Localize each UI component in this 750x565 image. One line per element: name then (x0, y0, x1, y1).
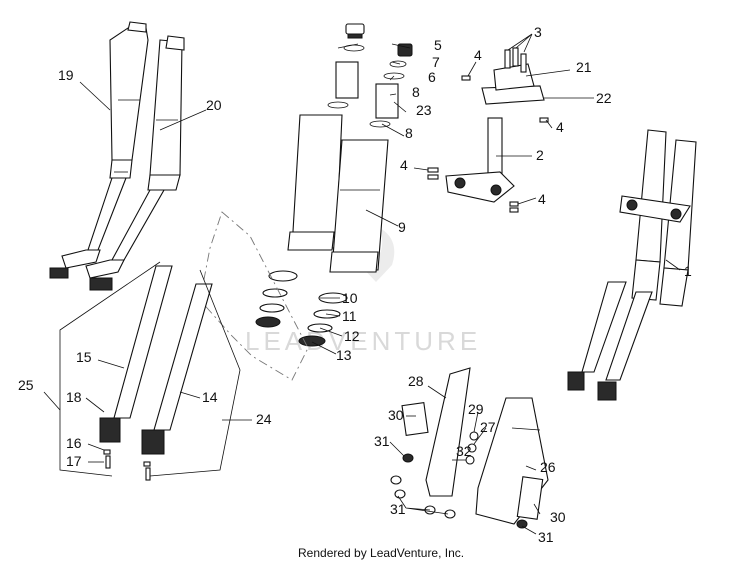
fork-assembly-1 (567, 129, 697, 401)
exploded-view-dashed-outline (199, 211, 309, 381)
fork-guard-26 (475, 397, 549, 525)
callout-4d: 4 (538, 191, 546, 207)
callout-31c: 31 (538, 529, 554, 545)
callout-13: 13 (336, 347, 352, 363)
callout-18: 18 (66, 389, 82, 405)
callout-21: 21 (576, 59, 592, 75)
callout-2: 2 (536, 147, 544, 163)
callout-5: 5 (434, 37, 442, 53)
callout-11: 11 (342, 308, 357, 324)
callout-29: 29 (468, 401, 484, 417)
callout-labels: 19 20 5 7 6 8 23 8 9 3 4 21 22 4 2 4 4 1… (18, 24, 692, 545)
callout-1: 1 (684, 263, 692, 279)
fork-tube-9 (287, 114, 389, 273)
watermark-text: LEADVENTURE (245, 326, 481, 356)
callout-31a: 31 (374, 433, 390, 449)
callout-9: 9 (398, 219, 406, 235)
fork-guard-28 (401, 367, 471, 497)
callout-31b: 31 (390, 501, 406, 517)
callout-10: 10 (342, 290, 358, 306)
callout-15: 15 (76, 349, 92, 365)
callout-4a: 4 (474, 47, 482, 63)
fork-top-cap-assembly (327, 23, 365, 109)
callout-27: 27 (480, 419, 496, 435)
callout-32: 32 (456, 443, 472, 459)
callout-14: 14 (202, 389, 218, 405)
callout-26: 26 (540, 459, 556, 475)
cartridge-parts-5-8-23 (369, 43, 413, 128)
fork-leg-20 (85, 35, 185, 291)
callout-19: 19 (58, 67, 74, 83)
callout-12: 12 (344, 328, 360, 344)
callout-6: 6 (428, 69, 436, 85)
callout-8a: 8 (412, 84, 420, 100)
callout-30b: 30 (550, 509, 566, 525)
callout-24: 24 (256, 411, 272, 427)
callout-17: 17 (66, 453, 82, 469)
callout-8b: 8 (405, 125, 413, 141)
callout-28: 28 (408, 373, 424, 389)
leader-lines (43, 33, 681, 535)
callout-3: 3 (534, 24, 542, 40)
lower-fork-legs-14-15 (99, 265, 213, 481)
callout-4c: 4 (400, 157, 408, 173)
callout-22: 22 (596, 90, 612, 106)
callout-16: 16 (66, 435, 82, 451)
triple-clamp-assembly (427, 47, 549, 213)
callout-23: 23 (416, 102, 432, 118)
callout-4b: 4 (556, 119, 564, 135)
callout-7: 7 (432, 54, 440, 70)
callout-20: 20 (206, 97, 222, 113)
fork-leg-19 (49, 21, 149, 279)
callout-25: 25 (18, 377, 34, 393)
footer-credit: Rendered by LeadVenture, Inc. (298, 546, 464, 560)
callout-30a: 30 (388, 407, 404, 423)
